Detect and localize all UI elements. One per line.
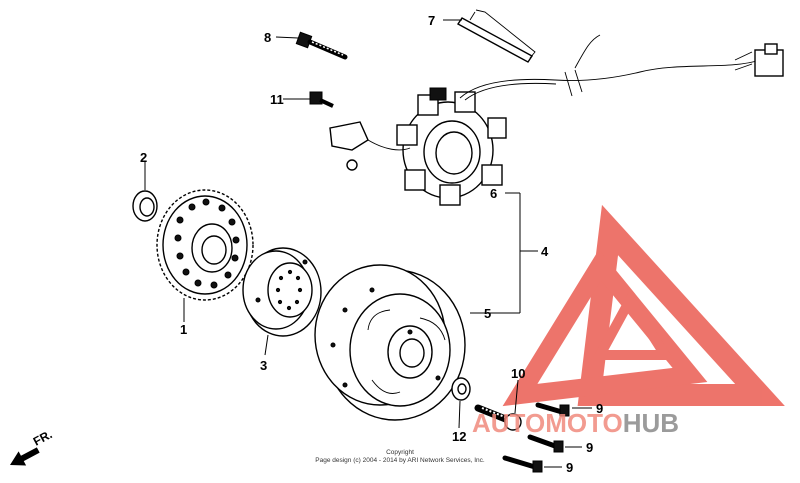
part-bolt-8[interactable] bbox=[295, 31, 348, 60]
callout-9-top: 9 bbox=[596, 401, 603, 416]
part-flywheel-bolt[interactable] bbox=[474, 404, 522, 431]
callout-1: 1 bbox=[180, 322, 187, 337]
callout-3: 3 bbox=[260, 358, 267, 373]
callout-8: 8 bbox=[264, 30, 271, 45]
front-direction-arrow-icon bbox=[10, 447, 40, 466]
callout-10: 10 bbox=[511, 366, 525, 381]
part-flywheel[interactable] bbox=[314, 264, 466, 421]
callout-5: 5 bbox=[484, 306, 491, 321]
callout-9-bottom: 9 bbox=[566, 460, 573, 475]
watermark-text: AUTOMOTOHUB bbox=[472, 408, 679, 438]
callout-7: 7 bbox=[428, 13, 435, 28]
front-direction-label: FR. bbox=[31, 427, 55, 448]
part-seal[interactable] bbox=[132, 190, 158, 222]
callout-9-middle: 9 bbox=[586, 440, 593, 455]
part-stator[interactable] bbox=[329, 34, 784, 206]
callout-2: 2 bbox=[140, 150, 147, 165]
part-bolt-9-bottom[interactable] bbox=[502, 455, 543, 473]
callout-11: 11 bbox=[270, 92, 284, 107]
part-screw-11[interactable] bbox=[309, 91, 334, 108]
part-bolt-9-middle[interactable] bbox=[527, 434, 564, 453]
watermark-text-part2: HUB bbox=[623, 408, 679, 438]
callout-6: 6 bbox=[490, 186, 497, 201]
part-clamp[interactable] bbox=[456, 9, 536, 63]
part-sprocket[interactable] bbox=[156, 189, 254, 301]
leader-lines bbox=[144, 19, 592, 468]
watermark-logo-icon bbox=[502, 204, 785, 407]
part-washer[interactable] bbox=[451, 377, 471, 401]
copyright-line-1: Copyright bbox=[386, 449, 414, 456]
callout-12: 12 bbox=[452, 429, 466, 444]
part-starter-clutch[interactable] bbox=[242, 247, 322, 337]
copyright-line-2: Page design (c) 2004 - 2014 by ARI Netwo… bbox=[315, 457, 485, 464]
part-bolt-9-top[interactable] bbox=[535, 402, 570, 417]
watermark-text-part1: AUTOMOTO bbox=[472, 408, 623, 438]
callout-4: 4 bbox=[541, 244, 549, 259]
